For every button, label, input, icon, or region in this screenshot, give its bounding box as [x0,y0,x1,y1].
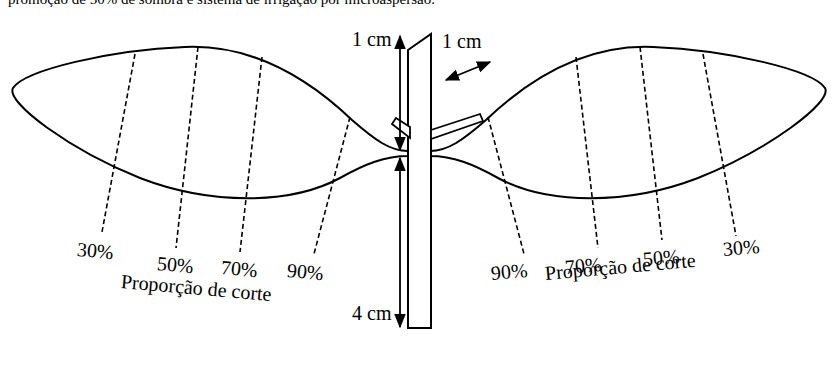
dimension-arrows [400,36,490,327]
leaf-left [12,47,408,254]
cut-percent: 90% [490,259,528,284]
axis-label: Proporção de corte [544,249,696,284]
dimension-label: 1 cm [442,30,481,52]
cut-percent: 70% [220,256,258,281]
cut-percent: 30% [76,238,114,263]
stem [408,34,431,328]
dimension-label: 1 cm [352,28,391,50]
leaf-stub-left [392,118,410,138]
cut-percent: 90% [286,259,324,284]
dimension-label: 4 cm [352,302,391,324]
leaf-right [430,47,826,254]
leaf-stub-right [431,114,483,139]
caption-fragment: promoção de 50% de sombra e sistema de i… [8,0,435,8]
cut-lines-left [102,47,350,254]
cut-percent: 30% [722,235,760,260]
